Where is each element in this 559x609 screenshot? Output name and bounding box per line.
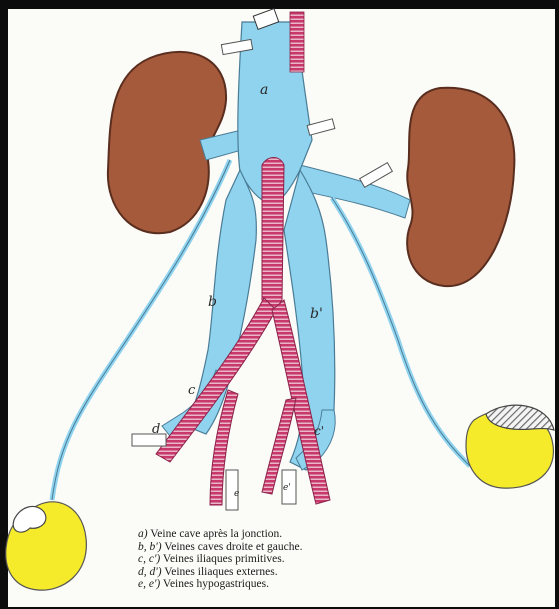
- legend-item: c, c') Veines iliaques primitives.: [138, 553, 438, 566]
- label-b-prime: b': [310, 306, 323, 322]
- aorta: [262, 158, 284, 311]
- right-kidney: [407, 88, 514, 286]
- label-d: d: [152, 422, 160, 437]
- legend-item: b, b') Veines caves droite et gauche.: [138, 541, 438, 554]
- label-b: b: [208, 294, 217, 310]
- label-e-prime: e': [283, 483, 291, 493]
- stub-right-upper: [307, 119, 335, 135]
- stub-d: [132, 434, 166, 446]
- upper-aorta: [290, 12, 304, 72]
- legend: a) Veine cave après la jonction. b, b') …: [138, 528, 438, 591]
- stub-right-renal: [360, 163, 393, 188]
- legend-item: a) Veine cave après la jonction.: [138, 528, 438, 541]
- label-e: e: [234, 489, 239, 499]
- label-a: a: [260, 82, 268, 98]
- legend-item: d, d') Veines iliaques externes.: [138, 566, 438, 579]
- label-c: c: [188, 383, 196, 398]
- label-c-prime: c': [314, 424, 324, 438]
- legend-item: e, e') Veines hypogastriques.: [138, 578, 438, 591]
